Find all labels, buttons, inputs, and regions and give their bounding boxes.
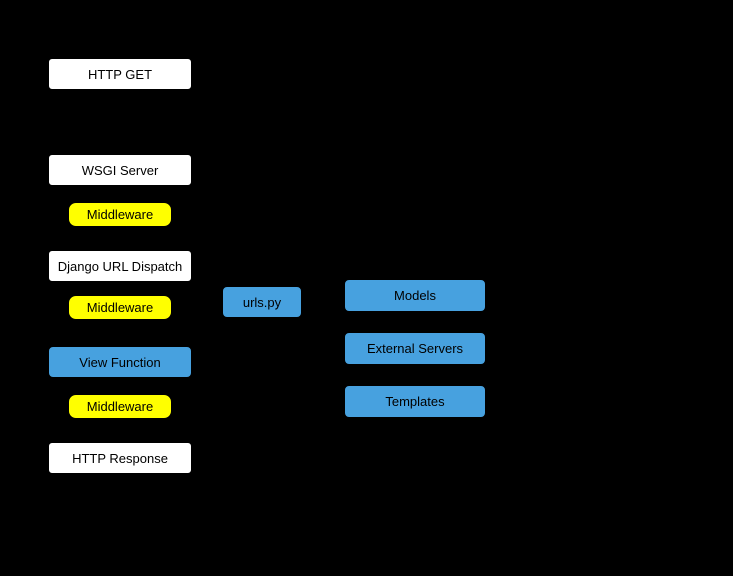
node-django-url-dispatch: Django URL Dispatch — [48, 250, 192, 282]
node-models: Models — [344, 279, 486, 312]
node-urls-py: urls.py — [222, 286, 302, 318]
node-http-get: HTTP GET — [48, 58, 192, 90]
node-middleware-response: Middleware — [68, 394, 172, 419]
node-http-response: HTTP Response — [48, 442, 192, 474]
node-view-function: View Function — [48, 346, 192, 378]
node-templates: Templates — [344, 385, 486, 418]
node-external-servers: External Servers — [344, 332, 486, 365]
node-middleware-request-2: Middleware — [68, 295, 172, 320]
node-wsgi-server: WSGI Server — [48, 154, 192, 186]
node-middleware-request-1: Middleware — [68, 202, 172, 227]
